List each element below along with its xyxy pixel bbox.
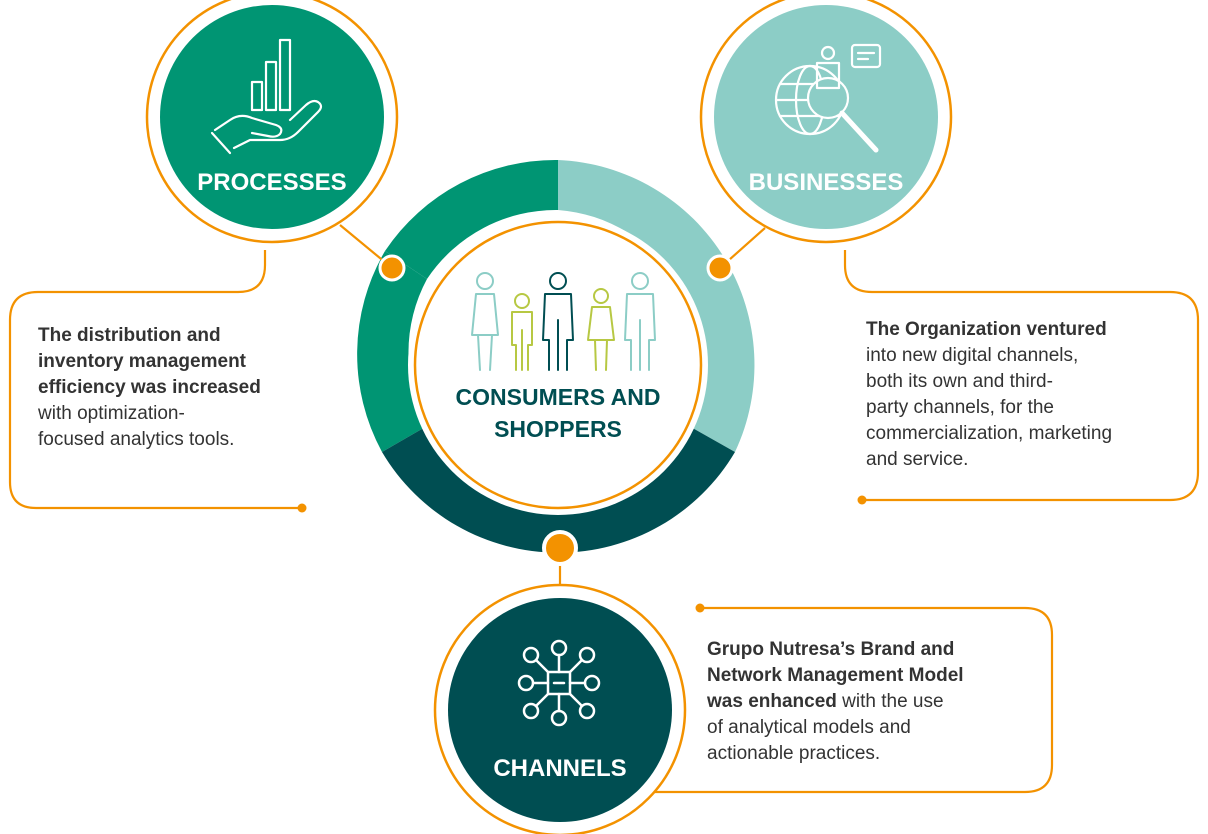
- processes-node: PROCESSES: [145, 0, 399, 244]
- businesses-text-line: both its own and third-: [866, 371, 1053, 392]
- processes-bold-line: efficiency was increased: [38, 377, 261, 398]
- channels-text-inline: with the use: [836, 691, 944, 712]
- bar-chart-in-hand-icon: [210, 38, 323, 155]
- businesses-description: The Organization ventured into new digit…: [866, 317, 1112, 473]
- processes-bold-line: The distribution and: [38, 325, 221, 346]
- dot-channels: [542, 530, 578, 566]
- channels-node: CHANNELS: [433, 583, 687, 834]
- processes-textbox-dot: [297, 503, 307, 513]
- network-hub-icon: [517, 639, 601, 727]
- channels-description: Grupo Nutresa’s Brand and Network Manage…: [707, 637, 964, 767]
- processes-bold-line: inventory management: [38, 351, 246, 372]
- channels-bold-line: Network Management Model: [707, 665, 964, 686]
- dot-businesses: [706, 254, 734, 282]
- people-group-icon: [471, 272, 656, 371]
- channels-bold-line: Grupo Nutresa’s Brand and: [707, 639, 955, 660]
- processes-label: PROCESSES: [197, 169, 346, 196]
- channels-text-line: of analytical models and: [707, 717, 911, 738]
- channels-label: CHANNELS: [493, 755, 626, 782]
- dot-processes: [378, 254, 406, 282]
- ring-segment-processes-lower: [357, 251, 427, 452]
- center-title-line1: CONSUMERS AND: [456, 384, 661, 410]
- processes-text-line: with optimization-: [38, 403, 185, 424]
- businesses-textbox-border: [843, 250, 1200, 502]
- processes-description: The distribution and inventory managemen…: [38, 323, 261, 453]
- processes-textbox-border: [8, 250, 302, 510]
- channels-text-line: actionable practices.: [707, 743, 881, 764]
- processes-circle: [160, 5, 384, 229]
- businesses-textbox-dot: [857, 495, 867, 505]
- center-title-line2: SHOPPERS: [494, 416, 622, 442]
- ring-segment-channels: [382, 426, 735, 553]
- businesses-text-line: into new digital channels,: [866, 345, 1079, 366]
- center-circle-border: [413, 220, 703, 510]
- globe-person-magnifier-icon: [774, 43, 882, 153]
- businesses-text-line: and service.: [866, 449, 969, 470]
- businesses-bold-line: The Organization ventured: [866, 319, 1107, 340]
- businesses-node: BUSINESSES: [699, 0, 953, 244]
- businesses-text-line: party channels, for the: [866, 397, 1054, 418]
- businesses-text-line: commercialization, marketing: [866, 423, 1113, 444]
- businesses-label: BUSINESSES: [749, 169, 904, 196]
- processes-text-line: focused analytics tools.: [38, 429, 235, 450]
- channels-textbox-border: [640, 606, 1054, 794]
- ring-segment-processes: [385, 159, 558, 279]
- channels-bold-inline: was enhanced: [707, 691, 837, 712]
- channels-textbox-dot: [695, 603, 705, 613]
